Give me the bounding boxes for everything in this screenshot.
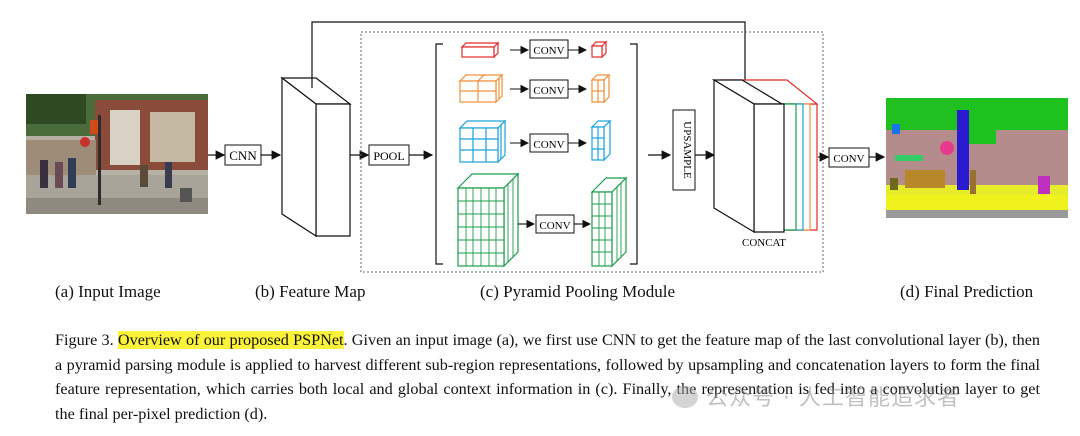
- upsample-label: UPSAMPLE: [681, 121, 693, 179]
- concat-stack: [711, 78, 819, 234]
- pyramid-level-4: CONV: [456, 172, 628, 268]
- pool-label: POOL: [373, 149, 404, 163]
- right-bracket: [630, 43, 638, 265]
- feature-map: [280, 76, 352, 238]
- input-image: [26, 94, 208, 214]
- conv-block-1: [529, 39, 569, 59]
- watermark-text: 公众号 · 人工智能追求者: [706, 386, 960, 411]
- panel-label-b: (b) Feature Map: [255, 282, 366, 301]
- pspnet-diagram: CNN POOL CONV: [26, 21, 1068, 273]
- final-conv-label: CONV: [833, 153, 864, 165]
- watermark: 公众号 · 人工智能追求者: [672, 380, 960, 412]
- conv-label-2: CONV: [533, 85, 564, 97]
- wechat-icon: [672, 386, 698, 408]
- panel-label-a: (a) Input Image: [55, 282, 161, 301]
- panel-label-c: (c) Pyramid Pooling Module: [480, 282, 676, 301]
- caption-body: . Given an input image (a), we first use…: [55, 331, 1040, 423]
- conv-label-3: CONV: [533, 139, 564, 151]
- cnn-label: CNN: [229, 148, 257, 163]
- final-prediction-map: [886, 98, 1068, 218]
- pyramid-level-1: CONV: [460, 39, 608, 59]
- caption-highlight: Overview of our proposed PSPNet: [117, 331, 344, 349]
- pyramid-pooling-module-box: [360, 31, 824, 273]
- pyramid-level-3: CONV: [458, 119, 612, 164]
- upsample-block: [672, 109, 696, 191]
- concat-label: CONCAT: [742, 237, 786, 249]
- skip-connection: [311, 21, 750, 94]
- left-bracket: [435, 43, 443, 265]
- conv-label-1: CONV: [533, 45, 564, 57]
- caption-prefix: Figure 3.: [55, 331, 118, 349]
- conv-label-4: CONV: [539, 220, 570, 232]
- pyramid-level-2: CONV: [458, 73, 611, 104]
- figure-caption: Figure 3. Overview of our proposed PSPNe…: [55, 328, 1040, 426]
- panel-label-d: (d) Final Prediction: [900, 282, 1034, 301]
